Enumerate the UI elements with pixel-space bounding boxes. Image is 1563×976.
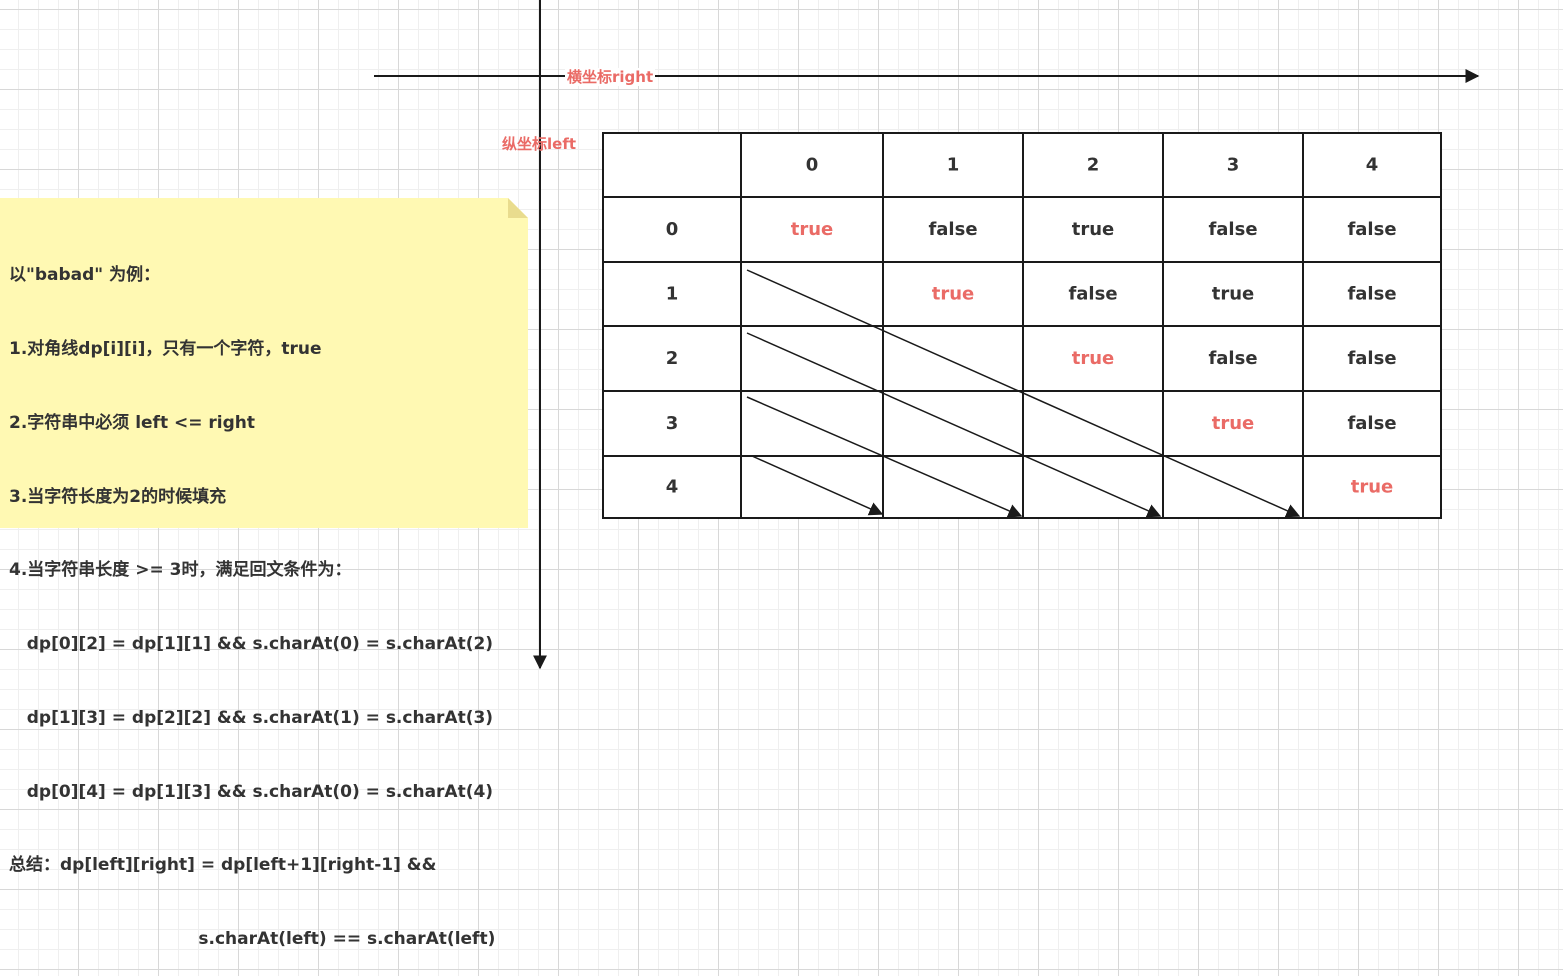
- cell-value: false: [1068, 284, 1117, 305]
- sticky-note-text: 以"babad" 为例： 1.对角线dp[i][i]，只有一个字符，true 2…: [9, 214, 525, 976]
- table-cell: [740, 325, 884, 392]
- table-cell: [740, 261, 884, 327]
- column-header: 4: [1366, 155, 1379, 176]
- column-header: 3: [1227, 155, 1240, 176]
- cell-value: true: [1072, 348, 1115, 369]
- x-axis-label: 横坐标right: [565, 68, 656, 86]
- note-line: s.charAt(left) == s.charAt(left): [9, 929, 496, 950]
- column-header: 0: [806, 155, 819, 176]
- column-header: 2: [1087, 155, 1100, 176]
- table-cell: [740, 455, 884, 519]
- table-text: 0 1 2 3 4 0 true false true false false 1 true false t…: [666, 155, 1397, 498]
- diagonal-arrow: [746, 396, 1023, 518]
- cell-value: true: [791, 219, 834, 240]
- note-line: 以"babad" 为例：: [9, 265, 161, 286]
- table-cell: [1302, 196, 1442, 263]
- table-cell: [1302, 325, 1442, 392]
- cell-value: false: [1347, 413, 1396, 434]
- table-cell: [1162, 261, 1304, 327]
- table-cell: [882, 325, 1024, 392]
- table-cell: [1022, 261, 1164, 327]
- table-cell: [1302, 455, 1442, 519]
- cell-value: false: [1208, 219, 1257, 240]
- cell-value: true: [932, 284, 975, 305]
- table-grid: [602, 132, 1442, 519]
- diagonal-arrow: [751, 455, 884, 516]
- sticky-note: [0, 198, 528, 528]
- diagonal-arrow: [746, 332, 1162, 518]
- cell-value: true: [1212, 413, 1255, 434]
- y-axis-label: 纵坐标left: [502, 135, 577, 153]
- row-header: 1: [666, 284, 679, 305]
- diagonal-arrows: [746, 269, 1301, 518]
- table-cell: [1162, 196, 1304, 263]
- column-header-cell: [882, 132, 1024, 198]
- note-line: 3.当字符长度为2的时候填充: [9, 486, 227, 507]
- row-header-cell: [602, 196, 742, 263]
- row-header: 4: [666, 477, 679, 498]
- table-cell: [1302, 390, 1442, 457]
- row-header: 3: [666, 413, 679, 434]
- diagram-canvas: 0 1 2 3 4 0 true false true false false 1 true false t…: [374, 0, 1480, 670]
- note-line: 2.字符串中必须 left <= right: [9, 412, 256, 433]
- cell-value: false: [1347, 284, 1396, 305]
- table-cell: [882, 261, 1024, 327]
- note-line: 4.当字符串长度 >= 3时，满足回文条件为：: [9, 560, 352, 581]
- cell-value: true: [1351, 477, 1394, 498]
- note-line: dp[1][3] = dp[2][2] && s.charAt(1) = s.c…: [9, 707, 494, 728]
- row-header-cell: [602, 455, 742, 519]
- diagonal-arrow: [746, 269, 1301, 518]
- note-line: 总结：dp[left][right] = dp[left+1][right-1]…: [9, 855, 437, 876]
- cell-value: false: [928, 219, 977, 240]
- note-line: dp[0][4] = dp[1][3] && s.charAt(0) = s.c…: [9, 781, 494, 802]
- row-header: 0: [666, 219, 679, 240]
- cell-value: true: [1072, 219, 1115, 240]
- table-cell: [1022, 325, 1164, 392]
- cell-value: false: [1347, 219, 1396, 240]
- column-header-cell: [740, 132, 884, 198]
- corner-cell: [602, 132, 742, 198]
- cell-value: false: [1347, 348, 1396, 369]
- column-header: 1: [947, 155, 960, 176]
- table-cell: [1302, 261, 1442, 327]
- cell-value: false: [1208, 348, 1257, 369]
- column-header-cell: [1302, 132, 1442, 198]
- note-line: 1.对角线dp[i][i]，只有一个字符，true: [9, 338, 322, 359]
- cell-value: true: [1212, 284, 1255, 305]
- row-header: 2: [666, 348, 679, 369]
- column-header-cell: [1022, 132, 1164, 198]
- table-cell: [1162, 325, 1304, 392]
- note-line: dp[0][2] = dp[1][1] && s.charAt(0) = s.c…: [9, 634, 494, 655]
